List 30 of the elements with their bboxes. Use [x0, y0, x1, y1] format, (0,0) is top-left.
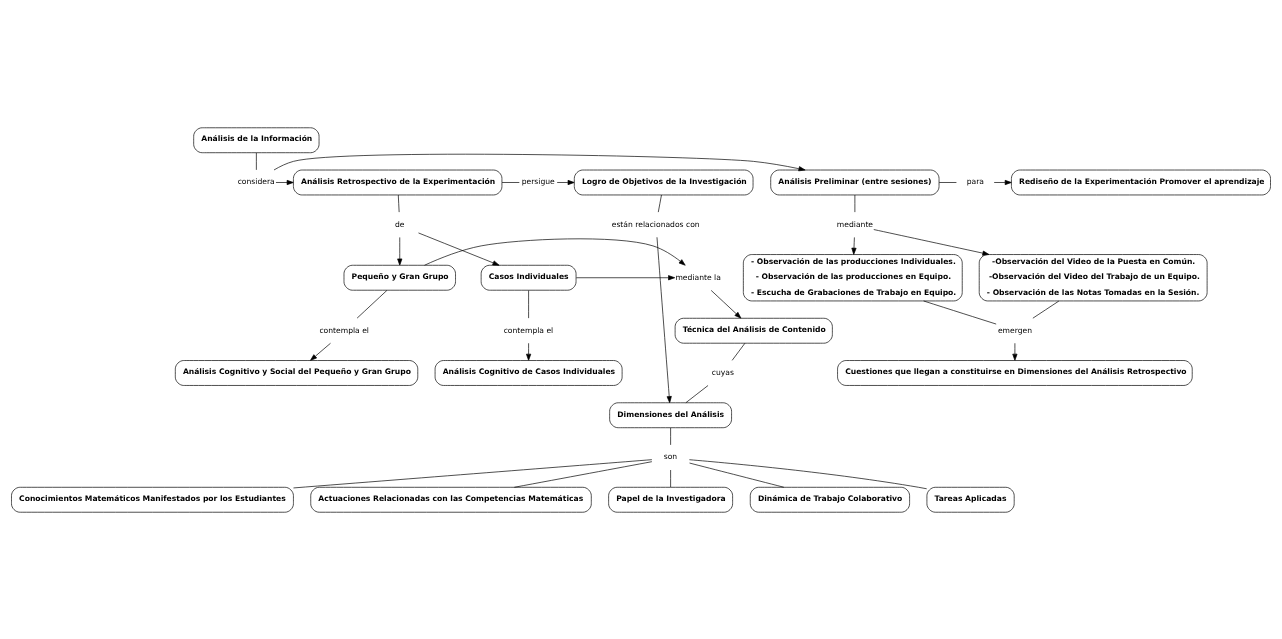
arrow	[656, 236, 672, 403]
connector	[356, 289, 388, 318]
arrow	[275, 179, 294, 185]
arrow	[851, 236, 857, 255]
connector	[731, 342, 746, 361]
connector	[670, 426, 671, 445]
connector	[657, 194, 662, 212]
arrow	[873, 228, 990, 256]
arrow	[710, 289, 742, 318]
arrow	[556, 179, 575, 185]
arrow	[310, 342, 331, 361]
connector	[923, 300, 997, 324]
arrow	[576, 274, 676, 280]
connector	[514, 460, 653, 488]
connector	[501, 181, 520, 183]
arrow	[273, 153, 806, 171]
connector	[670, 469, 671, 487]
connector	[685, 384, 709, 403]
connector	[689, 462, 785, 488]
connector	[689, 458, 928, 489]
arrow	[424, 238, 686, 266]
arrow	[526, 342, 532, 361]
arrow	[993, 179, 1012, 185]
arrow	[397, 236, 403, 265]
connector	[397, 194, 400, 212]
connector	[293, 458, 653, 488]
arrow	[1012, 342, 1018, 361]
connector	[1032, 300, 1060, 319]
arrow	[418, 232, 500, 266]
connector	[938, 181, 957, 183]
